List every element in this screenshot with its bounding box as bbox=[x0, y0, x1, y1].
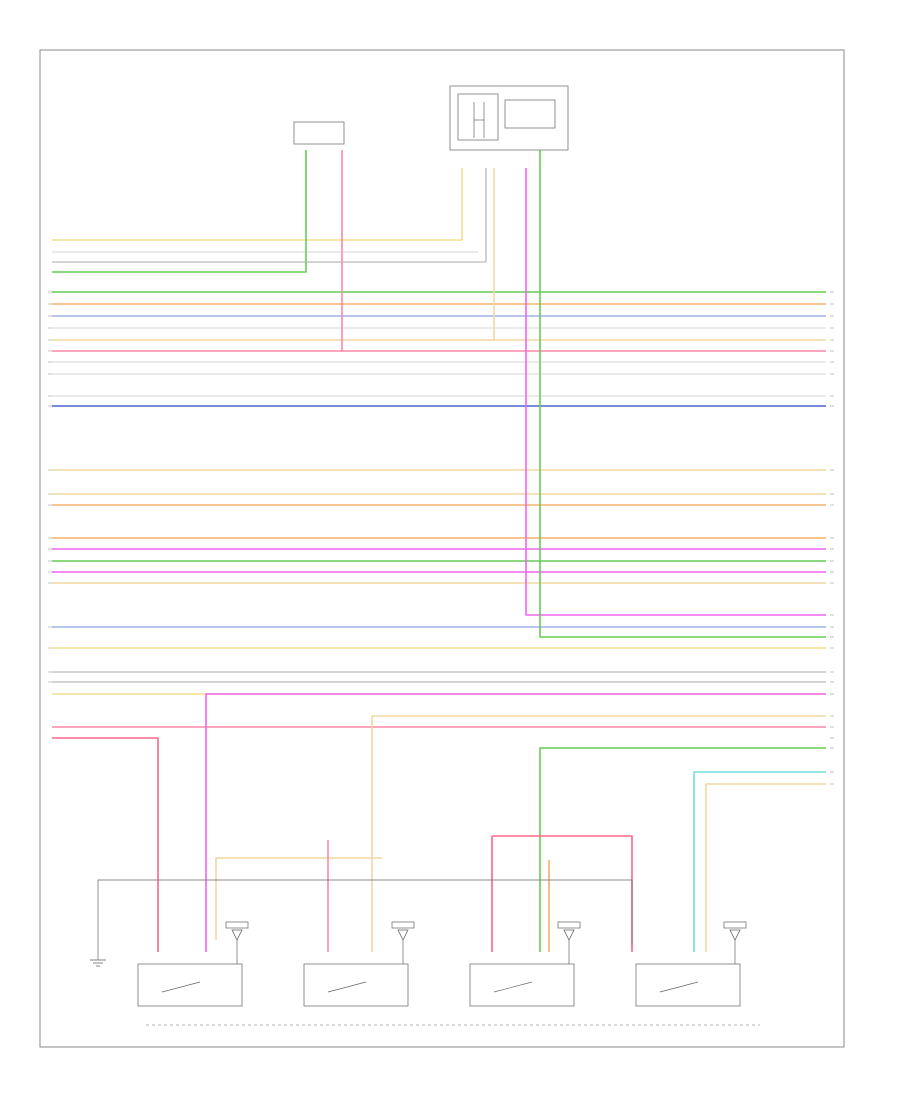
module-switch-2 bbox=[327, 981, 367, 993]
wire-red-module1 bbox=[52, 737, 159, 952]
wire-grey-top bbox=[52, 168, 487, 263]
diagram-frame bbox=[39, 49, 845, 1048]
ground-label-box-1 bbox=[225, 921, 249, 929]
speaker-module-1 bbox=[137, 963, 243, 1007]
wire-tan-module4 bbox=[705, 783, 826, 952]
wire-red-module3 bbox=[492, 835, 633, 952]
wire-tan-module2 bbox=[371, 715, 826, 952]
ground-label-box-3 bbox=[557, 921, 581, 929]
component-layer bbox=[90, 85, 760, 1026]
speaker-module-4 bbox=[635, 963, 741, 1007]
wire-green-vertical bbox=[539, 150, 826, 638]
ground-label-box-4 bbox=[723, 921, 747, 929]
ground-symbol-3 bbox=[563, 929, 575, 941]
fuse-box bbox=[293, 121, 345, 145]
module-switch-4 bbox=[659, 981, 699, 993]
module-switch-3 bbox=[493, 981, 533, 993]
ground-symbol-2 bbox=[397, 929, 409, 941]
wire-layer bbox=[48, 150, 834, 952]
ground-symbol-4 bbox=[729, 929, 741, 941]
wire-tan-jumper bbox=[215, 857, 382, 940]
wire-green-top bbox=[52, 150, 307, 273]
wire-green-module3 bbox=[539, 747, 826, 952]
connector-inner-right bbox=[504, 99, 556, 129]
speaker-module-3 bbox=[469, 963, 575, 1007]
wire-cyan-module4 bbox=[693, 771, 826, 952]
wire-magenta-module1 bbox=[205, 693, 826, 952]
module-switch-1 bbox=[161, 981, 201, 993]
ground-bus-line bbox=[97, 879, 633, 948]
connector-inner-left bbox=[457, 93, 499, 141]
ground-symbol-1 bbox=[231, 929, 243, 941]
wire-magenta-vertical bbox=[525, 168, 826, 616]
ground-label-box-2 bbox=[391, 921, 415, 929]
wire-yellow-top bbox=[52, 168, 463, 241]
speaker-module-2 bbox=[303, 963, 409, 1007]
